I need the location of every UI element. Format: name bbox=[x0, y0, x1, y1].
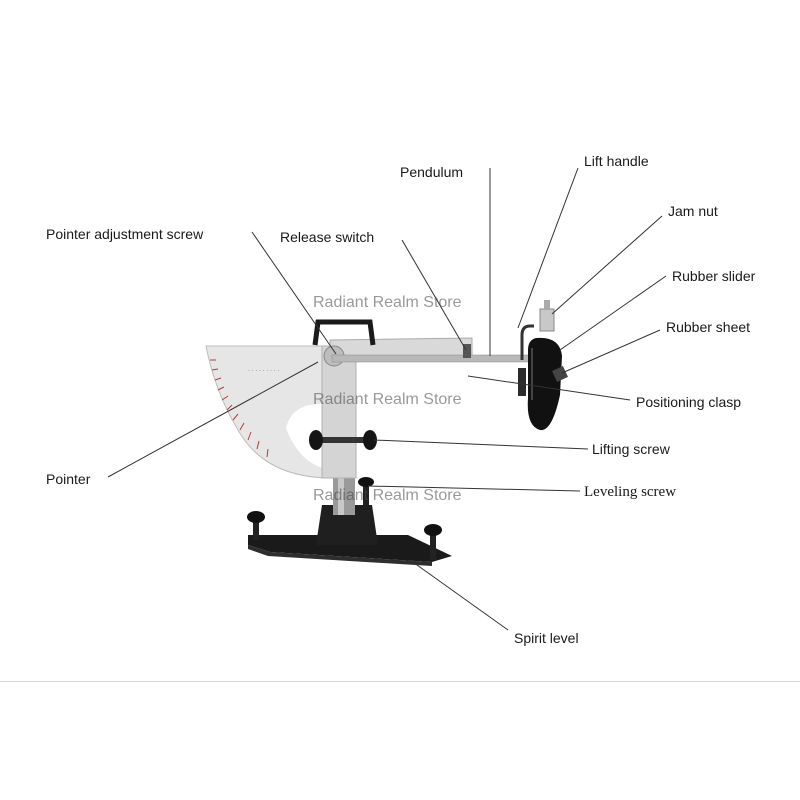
rubber-slider bbox=[527, 337, 562, 431]
leader-lift-handle bbox=[517, 167, 579, 329]
label-rubber-slider: Rubber slider bbox=[672, 268, 756, 284]
leader-jam-nut bbox=[551, 215, 663, 315]
dial-text: · · · · · · · · · bbox=[248, 368, 279, 374]
lift-handle bbox=[520, 324, 534, 360]
leveling-foot-right bbox=[424, 524, 442, 560]
rubber-sheet bbox=[552, 366, 568, 382]
label-rubber-sheet: Rubber sheet bbox=[666, 319, 751, 335]
label-pointer-adjustment-screw: Pointer adjustment screw bbox=[46, 226, 204, 242]
frame-plate bbox=[321, 345, 357, 479]
base-plate-edge bbox=[248, 545, 432, 566]
positioning-clasp bbox=[518, 368, 526, 396]
leveling-foot-back bbox=[358, 477, 374, 510]
leader-lines bbox=[107, 167, 667, 631]
bottom-divider bbox=[0, 681, 800, 682]
leader-positioning-clasp bbox=[467, 375, 631, 401]
label-pendulum: Pendulum bbox=[400, 164, 464, 180]
leader-pointer bbox=[107, 361, 319, 478]
leader-pointer-adjustment-screw bbox=[251, 231, 337, 355]
leader-release-switch bbox=[401, 239, 467, 351]
leader-spirit-level bbox=[409, 559, 509, 631]
leveling-foot-left bbox=[247, 511, 265, 540]
column-mount bbox=[316, 505, 378, 545]
lifting-screw-knobs bbox=[309, 430, 377, 450]
label-jam-nut: Jam nut bbox=[668, 203, 718, 219]
watermark-top: Radiant Realm Store bbox=[313, 294, 462, 311]
carry-handle bbox=[312, 319, 376, 346]
label-lifting-screw: Lifting screw bbox=[592, 441, 670, 457]
label-positioning-clasp: Positioning clasp bbox=[636, 394, 742, 410]
pendulum-arm bbox=[331, 354, 533, 363]
label-pointer: Pointer bbox=[46, 471, 91, 487]
label-leveling-screw: Leveling screw bbox=[584, 484, 677, 500]
label-release-switch: Release switch bbox=[280, 229, 375, 245]
dial-scale bbox=[210, 359, 269, 458]
watermark-middle: Radiant Realm Store bbox=[313, 391, 462, 408]
leader-rubber-slider bbox=[559, 275, 667, 351]
leader-lifting-screw bbox=[373, 439, 589, 450]
label-spirit-level: Spirit level bbox=[514, 630, 579, 646]
leader-rubber-sheet bbox=[561, 329, 661, 374]
leader-leveling-screw bbox=[367, 485, 581, 492]
jam-nut bbox=[539, 308, 555, 332]
watermark-bottom: Radiant Realm Store bbox=[313, 487, 462, 504]
label-lift-handle: Lift handle bbox=[584, 153, 649, 169]
base-plate bbox=[248, 535, 452, 562]
